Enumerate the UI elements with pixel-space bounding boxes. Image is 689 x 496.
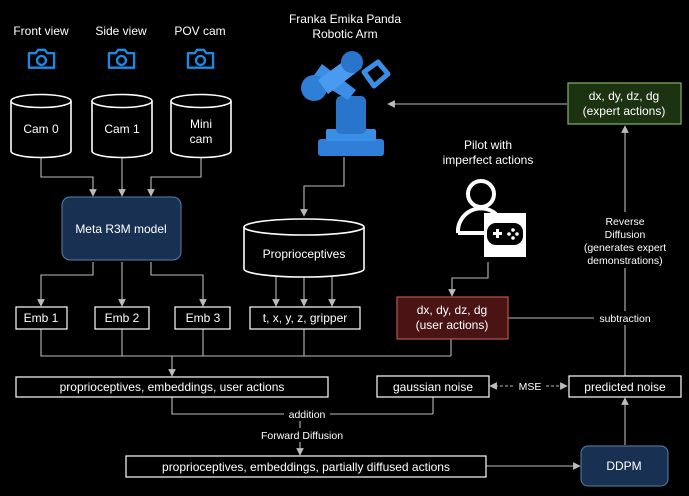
predicted-noise-box: predicted noise xyxy=(568,375,682,398)
side-camera-icon xyxy=(107,48,136,69)
pov-cam-label: POV cam xyxy=(174,24,225,38)
gaussian-noise-box: gaussian noise xyxy=(376,375,490,398)
r3m-model-box: Meta R3M model xyxy=(61,196,182,261)
front-view-label: Front view xyxy=(13,24,69,38)
svg-text:Mini: Mini xyxy=(190,117,212,131)
svg-text:Emb 2: Emb 2 xyxy=(105,311,140,325)
svg-text:proprioceptives, embeddings, p: proprioceptives, embeddings, partially d… xyxy=(162,460,450,474)
pov-camera-icon xyxy=(186,48,215,69)
connectors xyxy=(37,100,629,470)
combined-inputs-box: proprioceptives, embeddings, user action… xyxy=(15,376,329,398)
robot-title-line2: Robotic Arm xyxy=(312,27,377,41)
svg-text:(generates expert: (generates expert xyxy=(584,242,666,254)
svg-text:Diffusion: Diffusion xyxy=(605,229,646,241)
front-camera-icon xyxy=(27,48,56,69)
mse-label: MSE xyxy=(519,381,542,393)
emb1-box: Emb 1 xyxy=(15,306,68,330)
pilot-label-line1: Pilot with xyxy=(464,138,512,152)
svg-text:dx, dy, dz, dg: dx, dy, dz, dg xyxy=(589,89,659,103)
proprioceptives-cylinder: Proprioceptives xyxy=(243,218,365,278)
svg-text:Proprioceptives: Proprioceptives xyxy=(263,247,346,261)
emb2-box: Emb 2 xyxy=(94,306,150,330)
svg-text:Reverse: Reverse xyxy=(605,216,644,228)
addition-label: addition xyxy=(284,408,330,421)
svg-text:(expert actions): (expert actions) xyxy=(583,104,666,118)
svg-text:DDPM: DDPM xyxy=(606,459,641,473)
emb3-box: Emb 3 xyxy=(174,306,231,330)
svg-text:Emb 3: Emb 3 xyxy=(186,311,221,325)
cam1-cylinder: Cam 1 xyxy=(91,93,153,159)
subtraction-label: subtraction xyxy=(594,311,656,325)
svg-text:(user actions): (user actions) xyxy=(416,318,489,332)
state-box: t, x, y, z, gripper xyxy=(249,306,361,330)
svg-text:Meta R3M model: Meta R3M model xyxy=(75,222,166,236)
reverse-diffusion-label: Reverse Diffusion (generates expert demo… xyxy=(573,212,677,268)
svg-text:dx, dy, dz, dg: dx, dy, dz, dg xyxy=(417,303,487,317)
robot-title-line1: Franka Emika Panda xyxy=(289,12,401,26)
side-view-label: Side view xyxy=(95,24,147,38)
svg-text:cam: cam xyxy=(190,132,213,146)
svg-text:addition: addition xyxy=(289,409,326,421)
forward-diffusion-label: Forward Diffusion xyxy=(254,428,352,442)
svg-text:Cam 1: Cam 1 xyxy=(104,122,140,136)
pilot-label-line2: imperfect actions xyxy=(443,153,534,167)
svg-text:Forward Diffusion: Forward Diffusion xyxy=(261,430,343,442)
cam0-cylinder: Cam 0 xyxy=(10,93,72,159)
expert-actions-box: dx, dy, dz, dg (expert actions) xyxy=(567,82,682,125)
svg-text:t, x, y, z, gripper: t, x, y, z, gripper xyxy=(263,311,347,325)
svg-text:demonstrations): demonstrations) xyxy=(587,255,662,267)
pilot-user-icon xyxy=(455,179,526,257)
svg-text:gaussian noise: gaussian noise xyxy=(393,380,473,394)
minicam-cylinder: Mini cam xyxy=(170,93,232,159)
ddpm-box: DDPM xyxy=(580,445,669,487)
user-actions-box: dx, dy, dz, dg (user actions) xyxy=(396,296,509,340)
robotic-arm-icon xyxy=(301,51,391,156)
svg-text:proprioceptives, embeddings, u: proprioceptives, embeddings, user action… xyxy=(60,380,285,394)
svg-text:predicted noise: predicted noise xyxy=(584,380,666,394)
svg-text:Cam 0: Cam 0 xyxy=(23,122,59,136)
svg-text:subtraction: subtraction xyxy=(599,313,651,325)
partially-diffused-box: proprioceptives, embeddings, partially d… xyxy=(125,455,487,478)
svg-text:Emb 1: Emb 1 xyxy=(24,311,59,325)
